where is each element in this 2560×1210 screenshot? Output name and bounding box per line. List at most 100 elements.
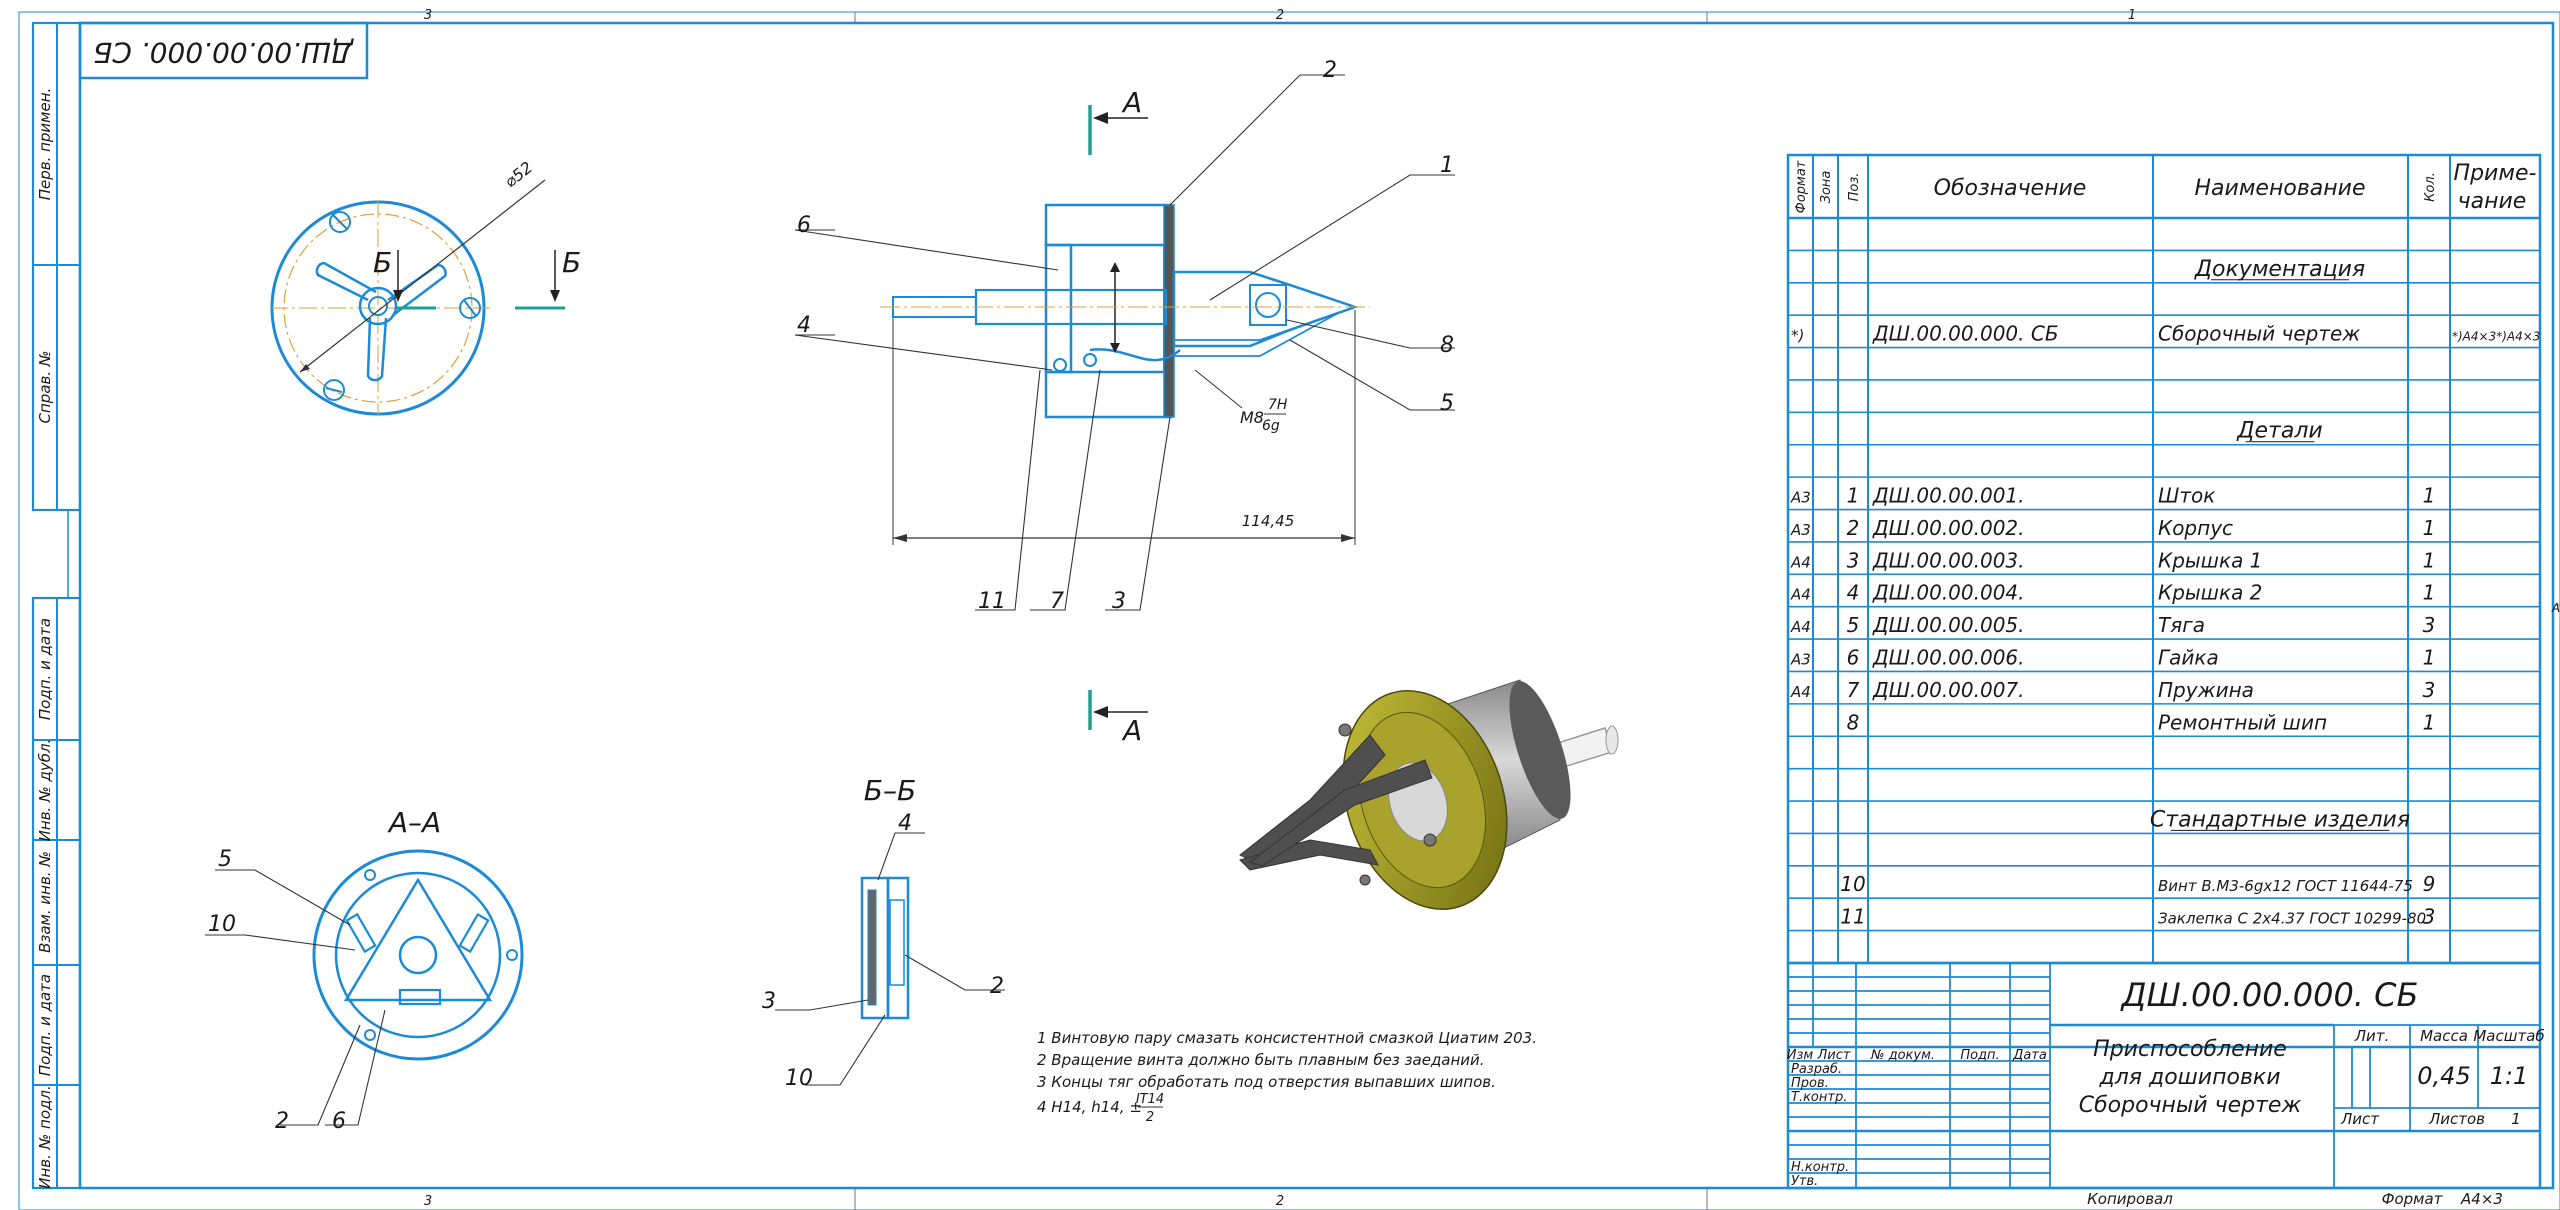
tb-role-dev: Разраб. — [1791, 1062, 1842, 1077]
tb-scale-value: 1:1 — [2490, 1062, 2529, 1090]
spec-cell-pos: 5 — [1847, 613, 1860, 637]
callout-main-5: 5 — [1440, 391, 1454, 416]
strip-sign-date-1: Подп. и дата — [36, 618, 54, 720]
spec-header-note-1: Приме- — [2454, 161, 2537, 186]
zone-side-a: А — [2551, 601, 2560, 615]
strip-ref-no: Справ. № — [36, 351, 54, 424]
spec-cell-name: Корпус — [2158, 516, 2233, 540]
spec-header-pos: Поз. — [1847, 173, 1862, 202]
diameter-label: ⌀52 — [501, 158, 536, 191]
spec-cell-format: А3 — [1790, 521, 1811, 539]
spec-cell-name: Крышка 2 — [2158, 581, 2262, 605]
overall-length: 114,45 — [1242, 512, 1295, 530]
tb-scale: Масштаб — [2473, 1027, 2544, 1045]
cut-b-label-2: Б — [562, 246, 581, 279]
thread-tol-top: 7H — [1268, 397, 1288, 413]
tb-sheets: Листов — [2428, 1110, 2485, 1128]
tb-role-ncontrol: Н.контр. — [1791, 1160, 1849, 1175]
spec-cell-pos: 10 — [1840, 872, 1865, 896]
spec-cell-name: Шток — [2158, 484, 2215, 508]
section-bb: Б–Б 4 3 2 10 — [762, 774, 1005, 1091]
spec-header-format: Формат — [1794, 160, 1809, 213]
callout-aa-2: 2 — [275, 1109, 289, 1134]
spec-cell-qty: 3 — [2423, 678, 2436, 702]
spec-cell-format: А4 — [1790, 553, 1811, 571]
strip-first-use: Перв. примен. — [36, 88, 54, 201]
spec-cell-designation: ДШ.00.00.004. — [1872, 581, 2025, 605]
strip-sign-date-2: Подп. и дата — [36, 974, 54, 1076]
tb-head-docno: № докум. — [1870, 1048, 1935, 1063]
cut-a-label-2: А — [1121, 714, 1142, 747]
note-4-den: 2 — [1146, 1110, 1154, 1125]
tb-sheet: Лист — [2340, 1110, 2380, 1128]
tb-role-approve: Утв. — [1791, 1174, 1818, 1189]
spec-cell-format: А3 — [1790, 489, 1811, 507]
callout-aa-6: 6 — [332, 1109, 346, 1134]
spec-header: Формат Зона Поз. Обозначение Наименовани… — [1794, 160, 2536, 214]
spec-cell-pos: 11 — [1840, 905, 1865, 929]
spec-cell-name: Тяга — [2158, 613, 2205, 637]
spec-cell-pos: 8 — [1847, 710, 1860, 734]
spec-cell-format: А3 — [1790, 650, 1811, 668]
callout-main-4: 4 — [797, 313, 811, 338]
note-1: 1 Винтовую пару смазать консистентной см… — [1037, 1029, 1537, 1047]
spec-cell-pos: 4 — [1847, 581, 1860, 605]
callout-bb-10: 10 — [785, 1066, 813, 1091]
spec-cell-format: А4 — [1790, 618, 1811, 636]
callout-bb-2: 2 — [990, 974, 1004, 999]
title-name-2: для дошиповки — [2099, 1065, 2281, 1090]
spec-cell-qty: 1 — [2423, 581, 2436, 605]
section-aa: А–А 5 10 2 6 — [205, 806, 524, 1134]
tb-mass-value: 0,45 — [2417, 1062, 2470, 1090]
spec-cell-designation: ДШ.00.00.002. — [1872, 516, 2025, 540]
spec-cell-designation: ДШ.00.00.007. — [1872, 678, 2025, 702]
main-section: А А 114,45 М8 7H 6g — [794, 58, 1455, 747]
spec-cell-format: *) — [1791, 327, 1804, 345]
spec-header-designation: Обозначение — [1934, 176, 2087, 201]
render-3d — [1239, 679, 1619, 910]
zone-top-2: 2 — [1276, 8, 1284, 23]
spec-cell-qty: 3 — [2423, 613, 2436, 637]
spec-cell-format: А4 — [1790, 683, 1811, 701]
spec-header-name: Наименование — [2195, 176, 2366, 201]
zone-bottom-3: 3 — [424, 1194, 432, 1209]
callout-main-1: 1 — [1440, 153, 1454, 178]
spec-cell-designation: ДШ.00.00.006. — [1872, 645, 2025, 669]
spec-header-note-2: чание — [2458, 189, 2527, 214]
spec-cell-name: Пружина — [2158, 678, 2254, 702]
title-block: ДШ.00.00.000. СБ Приспособление для доши… — [1786, 961, 2545, 1190]
callout-main-6: 6 — [797, 213, 811, 238]
strip-dup-inv: Инв. № дубл. — [36, 739, 54, 842]
spec-cell-name: Документация — [2194, 257, 2365, 282]
spec-header-zone: Зона — [1819, 171, 1834, 204]
callout-bb-3: 3 — [762, 989, 776, 1014]
frame: 3 2 1 3 2 А Копировал Формат А4×3 ДШ.00.… — [18, 8, 2560, 1210]
tb-head-sheet: Лист — [1817, 1048, 1851, 1063]
spec-cell-format: А4 — [1790, 586, 1811, 604]
spec-cell-pos: 6 — [1847, 645, 1860, 669]
spec-cell-name: Стандартные изделия — [2150, 807, 2410, 832]
callout-aa-10: 10 — [208, 912, 236, 937]
strip-orig-inv: Инв. № подл. — [36, 1085, 54, 1188]
spec-cell-name: Крышка 1 — [2158, 548, 2262, 572]
tb-mass: Масса — [2420, 1027, 2468, 1045]
callout-bb-4: 4 — [898, 811, 912, 836]
spec-cell-name: Заклепка С 2х4.37 ГОСТ 10299-80 — [2158, 910, 2426, 928]
callout-main-3: 3 — [1112, 589, 1126, 614]
technical-notes: 1 Винтовую пару смазать консистентной см… — [1037, 1029, 1537, 1125]
tb-head-date: Дата — [2012, 1048, 2047, 1063]
tb-head-change: Изм — [1787, 1048, 1814, 1063]
spec-header-qty: Кол. — [2423, 172, 2438, 202]
title-name-3: Сборочный чертеж — [2079, 1093, 2302, 1118]
callout-main-7: 7 — [1050, 589, 1064, 614]
callout-aa-5: 5 — [218, 847, 232, 872]
spec-table — [1786, 153, 2542, 965]
zone-bottom-2: 2 — [1276, 1194, 1284, 1209]
spec-cell-pos: 7 — [1847, 678, 1860, 702]
format-label: Формат — [2382, 1190, 2444, 1208]
spec-cell-qty: 1 — [2423, 710, 2436, 734]
spec-cell-qty: 1 — [2423, 548, 2436, 572]
note-2: 2 Вращение винта должно быть плавным без… — [1037, 1051, 1485, 1069]
tb-head-sign: Подп. — [1960, 1048, 1999, 1063]
